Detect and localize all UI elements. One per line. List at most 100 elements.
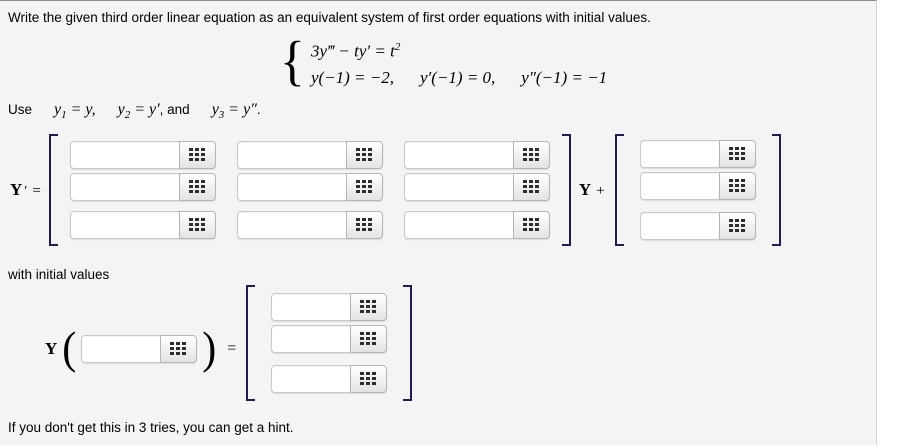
keypad-button[interactable] (350, 325, 388, 353)
matrix-entry-2-1 (69, 173, 216, 201)
matrix-cell-input[interactable] (236, 211, 347, 239)
keypad-button[interactable] (345, 211, 383, 239)
grid-icon (188, 218, 206, 232)
matrix-cell-input[interactable] (69, 141, 180, 169)
matrix-entry-1-1 (69, 141, 216, 169)
grid-icon (355, 148, 373, 162)
matrix-equation-row: Y′= Y+ (10, 134, 781, 246)
initial-vector-row-1 (271, 293, 388, 321)
time-input[interactable] (81, 335, 162, 363)
vector-entry-1 (639, 140, 756, 168)
grid-icon (170, 342, 187, 356)
equation-system: { 3y‴ − ty′ = t2 y(−1) = −2,y′(−1) = 0,y… (280, 31, 608, 92)
vector-open-bracket (614, 134, 624, 246)
close-paren: ) (202, 324, 217, 374)
keypad-button[interactable] (718, 172, 756, 200)
coefficient-matrix (69, 141, 550, 239)
matrix-cell-input[interactable] (403, 141, 514, 169)
grid-icon (522, 218, 540, 232)
initial-vector-row-3 (271, 365, 388, 393)
vector-cell-input[interactable] (639, 140, 720, 168)
problem-panel: Write the given third order linear equat… (0, 0, 877, 445)
keypad-button[interactable] (512, 173, 550, 201)
keypad-button[interactable] (160, 335, 198, 363)
keypad-button[interactable] (178, 173, 216, 201)
keypad-button[interactable] (718, 212, 756, 240)
keypad-button[interactable] (718, 140, 756, 168)
grid-icon (360, 372, 377, 386)
matrix-entry-1-2 (236, 141, 383, 169)
substitution-y2: y2 = y′ (117, 101, 160, 122)
vector-row-3 (639, 212, 756, 240)
initial-vector (271, 293, 388, 393)
time-entry (81, 335, 198, 363)
y-bold-label: Y (45, 339, 58, 358)
initial-vector-close-bracket (403, 285, 413, 401)
use-substitution-line: Use y1 = y, y2 = y′, and y3 = y″. (8, 101, 261, 121)
matrix-cell-input[interactable] (403, 211, 514, 239)
matrix-cell-input[interactable] (236, 173, 347, 201)
grid-icon (188, 180, 206, 194)
initial-vector-row-2 (271, 325, 388, 353)
keypad-button[interactable] (512, 211, 550, 239)
equation-line-1: 3y‴ − ty′ = t2 (310, 41, 401, 61)
initial-vector-open-bracket (246, 285, 256, 401)
vector-entry-3 (639, 212, 756, 240)
y-of-t-group: Y ( ) = (45, 324, 246, 374)
initial-cell-input[interactable] (271, 293, 352, 321)
initial-entry-2 (271, 325, 388, 353)
keypad-button[interactable] (178, 141, 216, 169)
vector-cell-input[interactable] (639, 172, 720, 200)
problem-prompt: Write the given third order linear equat… (8, 10, 651, 25)
matrix-entry-2-2 (236, 173, 383, 201)
vector-row-2 (639, 172, 756, 200)
vector-close-bracket (771, 134, 781, 246)
hint-text: If you don't get this in 3 tries, you ca… (8, 420, 294, 435)
matrix-cell-input[interactable] (69, 173, 180, 201)
substitution-y1: y1 = y, (54, 101, 96, 122)
keypad-button[interactable] (345, 173, 383, 201)
grid-icon (355, 218, 373, 232)
matrix-row-1 (69, 141, 550, 169)
equation-line-2: y(−1) = −2,y′(−1) = 0,y″(−1) = −1 (310, 67, 608, 87)
y-prime-equals-label: Y′= (10, 180, 41, 199)
keypad-button[interactable] (350, 293, 388, 321)
matrix-row-3 (69, 211, 550, 239)
matrix-cell-input[interactable] (403, 173, 514, 201)
grid-icon (522, 180, 540, 194)
grid-icon (355, 180, 373, 194)
keypad-button[interactable] (178, 211, 216, 239)
matrix-entry-3-2 (236, 211, 383, 239)
keypad-button[interactable] (512, 141, 550, 169)
use-word: Use (8, 102, 33, 117)
substitution-y3: y3 = y″ (211, 101, 257, 122)
initial-entry-3 (271, 365, 388, 393)
matrix-row-2 (69, 173, 550, 201)
initial-cell-input[interactable] (271, 365, 352, 393)
vector-cell-input[interactable] (639, 212, 720, 240)
grid-icon (360, 300, 377, 314)
open-paren: ( (62, 324, 77, 374)
matrix-cell-input[interactable] (236, 141, 347, 169)
vector-entry-2 (639, 172, 756, 200)
grid-icon (728, 179, 746, 193)
grid-icon (728, 147, 746, 161)
system-brace: { (280, 31, 305, 92)
grid-icon (728, 219, 746, 233)
with-initial-values-label: with initial values (8, 267, 110, 282)
forcing-vector (639, 140, 756, 240)
period: . (256, 102, 261, 117)
keypad-button[interactable] (350, 365, 388, 393)
matrix-cell-input[interactable] (69, 211, 180, 239)
y-plus-label: Y+ (578, 180, 605, 199)
initial-condition-row: Y ( ) = (45, 285, 413, 401)
grid-icon (522, 148, 540, 162)
equals-sign: = (227, 340, 237, 357)
initial-cell-input[interactable] (271, 325, 352, 353)
and-word: , and (159, 102, 190, 117)
matrix-entry-3-1 (69, 211, 216, 239)
matrix-entry-3-3 (403, 211, 550, 239)
keypad-button[interactable] (345, 141, 383, 169)
matrix-open-bracket (48, 134, 58, 246)
matrix-entry-2-3 (403, 173, 550, 201)
